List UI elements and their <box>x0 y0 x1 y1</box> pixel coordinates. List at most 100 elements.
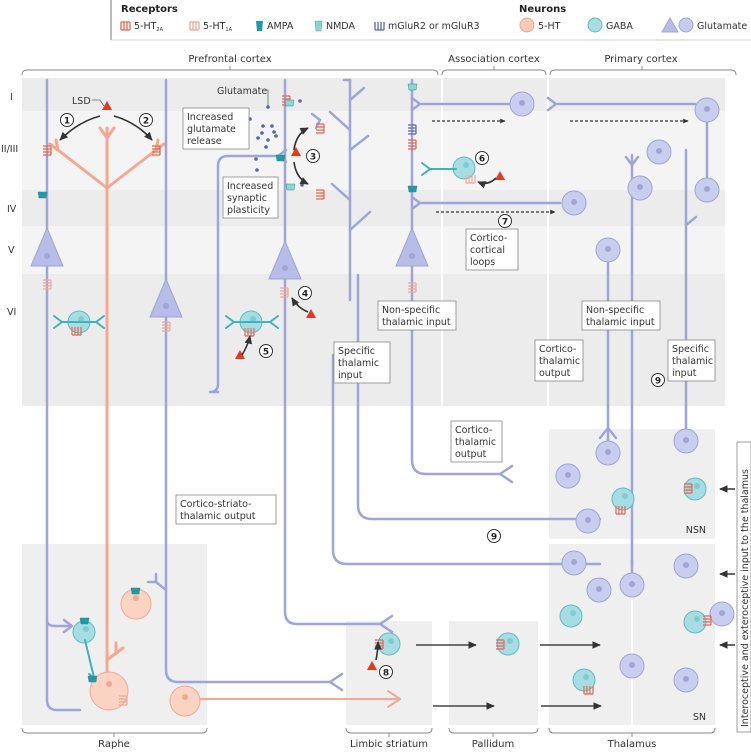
mglur-receptor-icon <box>374 22 385 31</box>
step-marker: 4 <box>298 286 312 300</box>
step-marker: 8 <box>379 665 393 679</box>
step-marker: 5 <box>259 344 273 358</box>
svg-text:5-HT2A: 5-HT2A <box>134 21 164 33</box>
region-association-cortex: Association cortex <box>448 54 540 65</box>
serotonin-receptor <box>71 327 82 336</box>
legend-ampa: AMPA <box>256 21 294 32</box>
pyramidal-neuron <box>268 239 302 280</box>
nmda-receptor <box>407 83 418 91</box>
lsd-icon <box>495 171 505 180</box>
lsd-molecules <box>102 101 505 670</box>
gaba-neuron-icon <box>587 17 603 33</box>
svg-text:thalamic input: thalamic input <box>586 317 655 328</box>
legend-gaba-neuron: GABA <box>587 17 633 33</box>
serotonin-somas <box>89 588 201 717</box>
svg-text:synaptic: synaptic <box>227 193 267 204</box>
serotonin-receptor <box>152 145 161 156</box>
svg-text:Increased: Increased <box>227 181 273 192</box>
svg-text:output: output <box>455 449 487 460</box>
legend-5ht2a: 5-HT2A <box>120 21 164 33</box>
svg-text:Non-specific: Non-specific <box>382 305 440 316</box>
region-brackets-bottom <box>21 727 716 737</box>
pallidum-panel <box>449 621 538 725</box>
svg-text:4: 4 <box>302 290 308 300</box>
ampa-receptor-icon <box>256 21 263 31</box>
svg-text:5-HT1A: 5-HT1A <box>203 21 233 33</box>
svg-text:7: 7 <box>502 218 508 228</box>
ampa-receptor <box>275 154 286 162</box>
serotonin-receptor <box>316 189 325 200</box>
svg-text:5-HT: 5-HT <box>538 21 561 32</box>
lsd-icon <box>291 147 301 156</box>
dashed-arrows <box>432 118 689 215</box>
svg-text:Cortico-: Cortico- <box>539 344 576 355</box>
svg-text:thalamic: thalamic <box>672 356 713 367</box>
svg-text:Specific: Specific <box>338 346 375 357</box>
gaba-neuron <box>559 604 583 628</box>
ampa-receptor <box>130 587 141 595</box>
serotonin-receptor <box>408 139 417 150</box>
glutamate-projections <box>45 78 715 712</box>
legend-receptors-title: Receptors <box>121 4 178 15</box>
svg-text:loops: loops <box>470 257 495 268</box>
serotonin-receptor <box>408 124 417 135</box>
svg-text:NMDA: NMDA <box>326 21 355 32</box>
effect-arrows <box>59 115 497 661</box>
callouts: IncreasedglutamatereleaseIncreasedsynapt… <box>175 107 716 525</box>
svg-text:6: 6 <box>479 155 485 165</box>
nsn-label: NSN <box>686 525 706 536</box>
5ht2a-receptor-icon <box>120 21 131 31</box>
region-pallidum: Pallidum <box>472 739 514 750</box>
svg-text:release: release <box>187 136 222 147</box>
legend-5ht-neuron: 5-HT <box>519 17 561 33</box>
step-marker: 9 <box>487 529 501 543</box>
ampa-receptor <box>407 185 418 193</box>
side-input-box: Interoceptive and exteroceptive input to… <box>736 441 751 733</box>
lsd-icon <box>306 309 316 318</box>
svg-text:thalamic: thalamic <box>455 437 496 448</box>
gaba-neuron <box>377 632 401 656</box>
serotonin-receptor <box>280 287 289 298</box>
svg-text:thalamic: thalamic <box>539 356 580 367</box>
legend-neurons-title: Neurons <box>519 4 566 15</box>
5ht1a-receptor-icon <box>189 21 200 31</box>
5ht-neuron-icon <box>519 17 535 33</box>
serotonin-receptor <box>583 686 594 695</box>
svg-text:3: 3 <box>310 153 316 163</box>
step-marker: 3 <box>306 149 320 163</box>
lsd-icon <box>235 350 245 359</box>
pyramidal-neuron <box>395 226 429 267</box>
layer-label-vi: VI <box>7 307 16 318</box>
nmda-receptor <box>284 99 295 107</box>
layer-label-i: I <box>10 92 13 103</box>
legend-mglur: mGluR2 or mGluR3 <box>374 21 480 32</box>
serotonin-receptor <box>316 123 325 134</box>
svg-text:cortical: cortical <box>470 245 505 256</box>
gaba-neuron <box>496 632 520 656</box>
serotonin-receptor <box>244 328 255 337</box>
svg-text:8: 8 <box>383 669 389 679</box>
svg-text:Cortico-: Cortico- <box>455 425 492 436</box>
step-marker: 7 <box>498 214 512 228</box>
gaba-neuron <box>683 477 707 501</box>
layer-label-v: V <box>8 245 15 256</box>
svg-text:Specific: Specific <box>672 344 709 355</box>
subcortical-arrows <box>416 485 735 710</box>
svg-text:Cortico-striato-: Cortico-striato- <box>180 499 252 510</box>
serotonin-receptor <box>496 639 505 650</box>
svg-text:2: 2 <box>143 117 149 127</box>
legend-glutamate-neuron: Glutamate <box>661 16 747 33</box>
serotonin-receptor <box>119 695 128 706</box>
svg-text:AMPA: AMPA <box>267 21 294 32</box>
svg-text:Non-specific: Non-specific <box>586 305 644 316</box>
svg-text:1: 1 <box>64 117 70 127</box>
svg-text:GABA: GABA <box>606 21 633 32</box>
